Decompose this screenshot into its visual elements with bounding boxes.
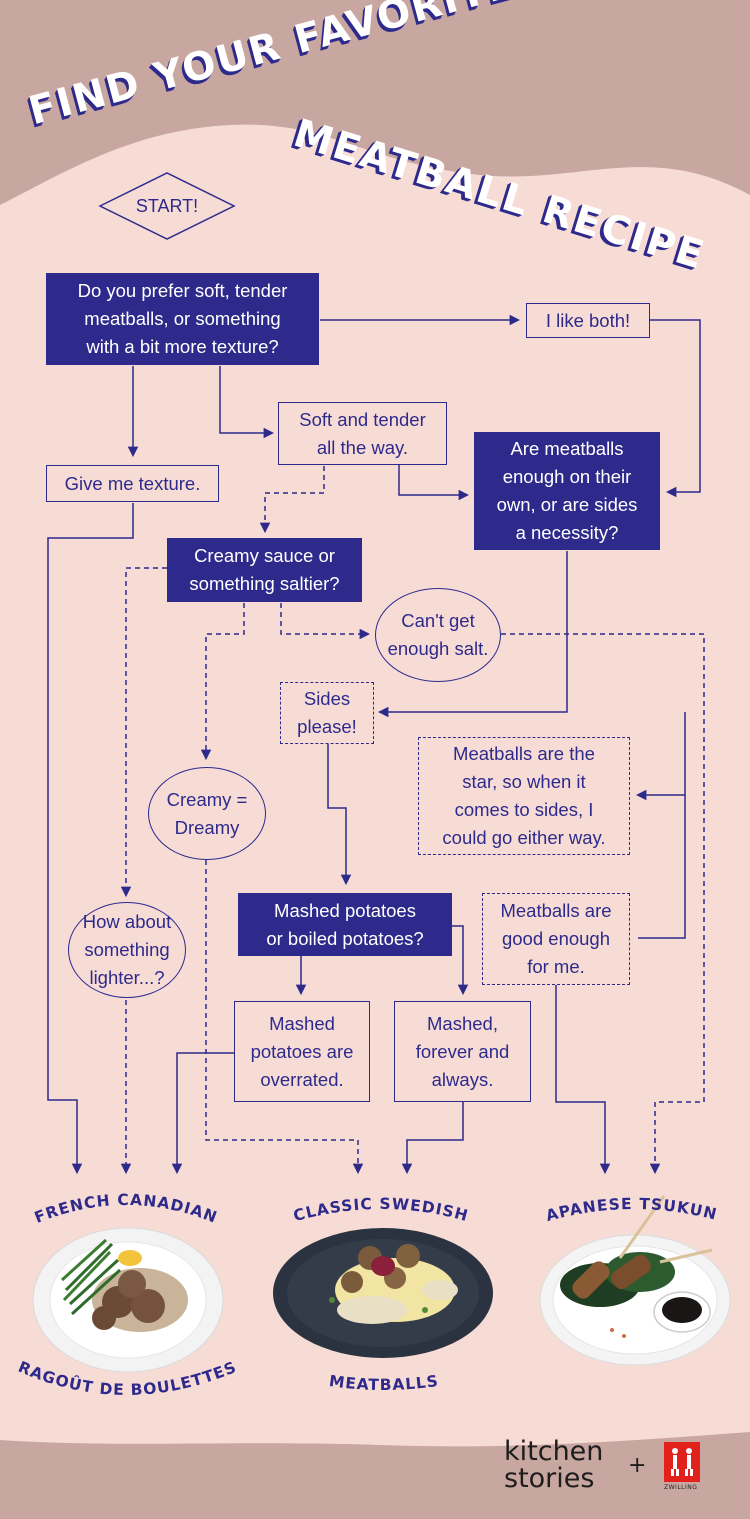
answer-star-sides: Meatballs are the star, so when it comes… [418,737,630,855]
question-sides: Are meatballs enough on their own, or ar… [474,432,660,550]
flow-connectors [47,314,701,1175]
answer-something-lighter: How about something lighter...? [68,902,186,998]
classic-swedish-label-top: CLASSIC SWEDISH [291,1195,470,1225]
top-band [0,0,750,205]
start-diamond [98,172,236,240]
answer-sides-please: Sides please! [280,682,374,744]
zwilling-twin-figures-icon [671,1448,693,1476]
question-texture: Do you prefer soft, tender meatballs, or… [46,273,319,365]
answer-give-texture: Give me texture. [46,465,219,502]
classic-swedish-plate [273,1228,493,1358]
japanese-tsukune-plate [539,1195,731,1366]
question-creamy-salty: Creamy sauce or something saltier? [167,538,362,602]
answer-cant-get-salt: Can't get enough salt. [375,588,501,682]
zwilling-logo-icon [664,1442,700,1482]
french-canadian-label-top: FRENCH CANADIAN [32,1191,220,1227]
answer-like-both: I like both! [526,303,650,338]
answer-mashed-forever: Mashed, forever and always. [394,1001,531,1102]
zwilling-wordmark: ZWILLING [664,1484,698,1491]
answer-mashed-overrated: Mashed potatoes are overrated. [234,1001,370,1102]
answer-good-enough: Meatballs are good enough for me. [482,893,630,985]
bottom-band [0,1432,750,1519]
start-label: START! [135,196,199,216]
flow-connectors-dashed [120,466,705,1175]
plus-sign: + [628,1453,647,1478]
kitchen-stories-logo: kitchen stories [504,1436,604,1494]
question-potatoes: Mashed potatoes or boiled potatoes? [238,893,452,956]
answer-creamy-dreamy: Creamy = Dreamy [148,767,266,860]
french-canadian-plate [32,1227,224,1373]
classic-swedish-label-bottom: MEATBALLS [328,1372,440,1394]
answer-soft-tender: Soft and tender all the way. [278,402,447,465]
